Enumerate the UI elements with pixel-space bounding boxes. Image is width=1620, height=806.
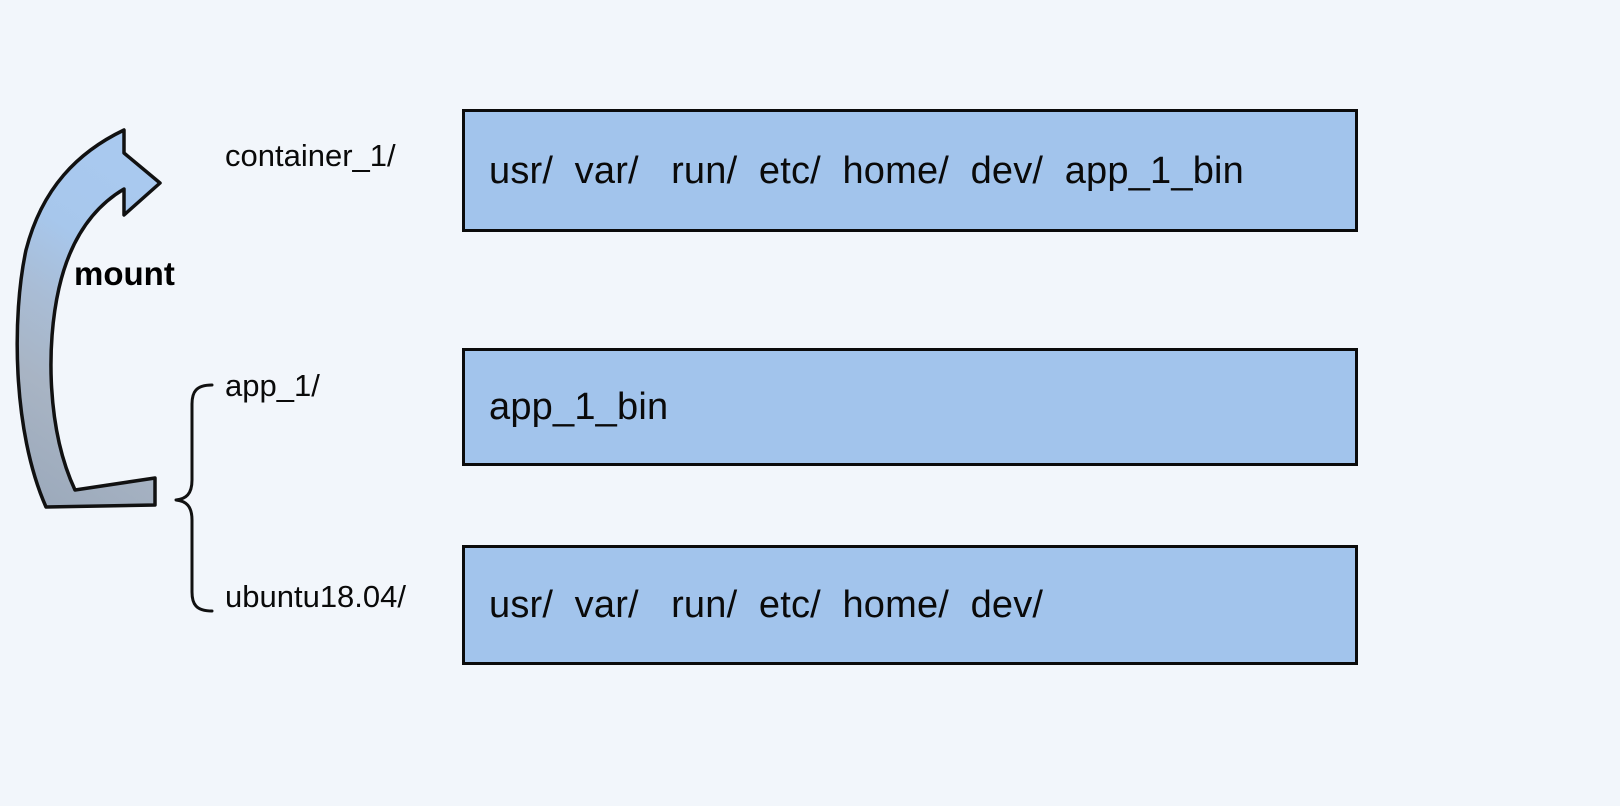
layer-contents-container-1: usr/ var/ run/ etc/ home/ dev/ app_1_bin	[489, 149, 1245, 192]
layer-label-app-1: app_1/	[225, 368, 320, 403]
mount-arrow-shape	[15, 128, 162, 509]
mount-arrow-label: mount	[74, 255, 175, 292]
curly-brace-shape	[174, 383, 214, 613]
layer-contents-app-1: app_1_bin	[489, 386, 669, 428]
layer-box-container-1: usr/ var/ run/ etc/ home/ dev/ app_1_bin	[462, 109, 1358, 232]
layer-label-ubuntu: ubuntu18.04/	[225, 579, 407, 614]
layer-box-app-1: app_1_bin	[462, 348, 1358, 466]
layer-label-container-1: container_1/	[225, 138, 396, 173]
layer-contents-ubuntu: usr/ var/ run/ etc/ home/ dev/	[489, 584, 1044, 626]
layer-box-ubuntu: usr/ var/ run/ etc/ home/ dev/	[462, 545, 1358, 665]
